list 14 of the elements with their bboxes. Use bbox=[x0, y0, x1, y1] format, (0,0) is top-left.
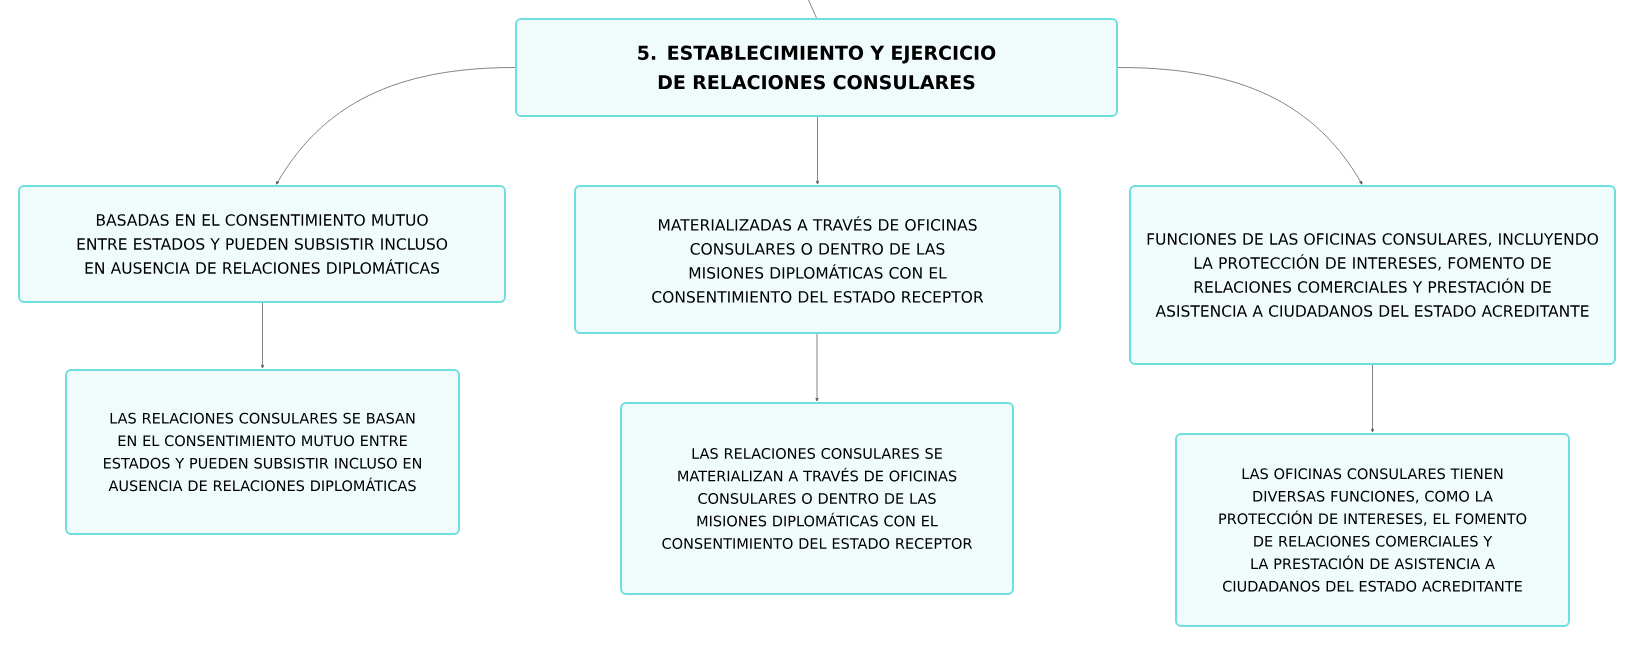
subtopic-box: LAS OFICINAS CONSULARES TIENEN DIVERSAS FUNCIONES, COMO LA PROTECCIÓN DE INTERESES, EL FOMENTO DE RELACIONES COMERCIALES Y LA PRESTACIÓN DE ASISTENCIA A CIUDADANOS DEL ESTADO ACREDITANTE bbox=[1175, 433, 1570, 627]
connector bbox=[815, 333, 819, 402]
connector bbox=[808, 0, 817, 19]
connector bbox=[1370, 364, 1375, 433]
connector bbox=[815, 116, 820, 185]
subtopic-box: FUNCIONES DE LAS OFICINAS CONSULARES, INCLUYENDO LA PROTECCIÓN DE INTERESES, FOMENTO DE RELACIONES COMERCIALES Y PRESTACIÓN DE ASISTENCIA A CIUDADANOS DEL ESTADO ACREDITANTE bbox=[1129, 185, 1616, 365]
connector bbox=[1117, 67, 1363, 185]
connector bbox=[260, 302, 265, 369]
subtopic-box: MATERIALIZADAS A TRAVÉS DE OFICINAS CONSULARES O DENTRO DE LAS MISIONES DIPLOMÁTICAS CON EL CONSENTIMIENTO DEL ESTADO RECEPTOR bbox=[574, 185, 1061, 334]
topic-box: 5. ESTABLECIMIENTO Y EJERCICIO DE RELACIONES CONSULARES bbox=[515, 18, 1118, 117]
subtopic-box: BASADAS EN EL CONSENTIMIENTO MUTUO ENTRE ESTADOS Y PUEDEN SUBSISTIR INCLUSO EN AUSENCIA DE RELACIONES DIPLOMÁTICAS bbox=[18, 185, 506, 303]
connector bbox=[276, 67, 516, 185]
subtopic-box: LAS RELACIONES CONSULARES SE BASAN EN EL CONSENTIMIENTO MUTUO ENTRE ESTADOS Y PUEDEN SUBSISTIR INCLUSO EN AUSENCIA DE RELACIONES DIPLOMÁTICAS bbox=[65, 369, 460, 535]
subtopic-box: LAS RELACIONES CONSULARES SE MATERIALIZAN A TRAVÉS DE OFICINAS CONSULARES O DENTRO DE LAS MISIONES DIPLOMÁTICAS CON EL CONSENTIMIENTO DEL ESTADO RECEPTOR bbox=[620, 402, 1014, 595]
